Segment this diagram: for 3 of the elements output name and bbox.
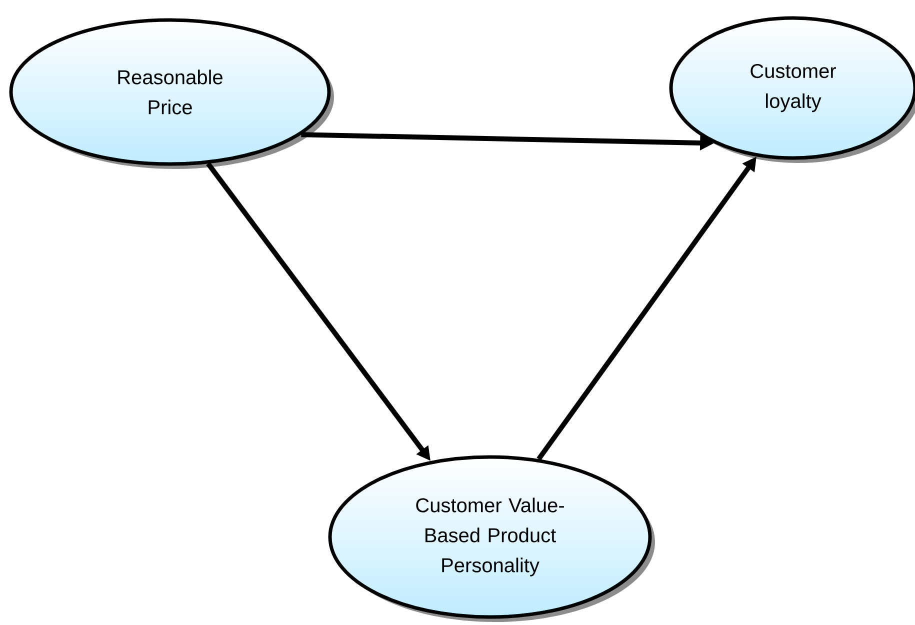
ellipse-node: Reasonable Price xyxy=(9,18,334,169)
ellipse-node: Customer Value-Based Product Personality xyxy=(328,455,655,622)
ellipse-node: Customer loyalty xyxy=(669,16,915,163)
